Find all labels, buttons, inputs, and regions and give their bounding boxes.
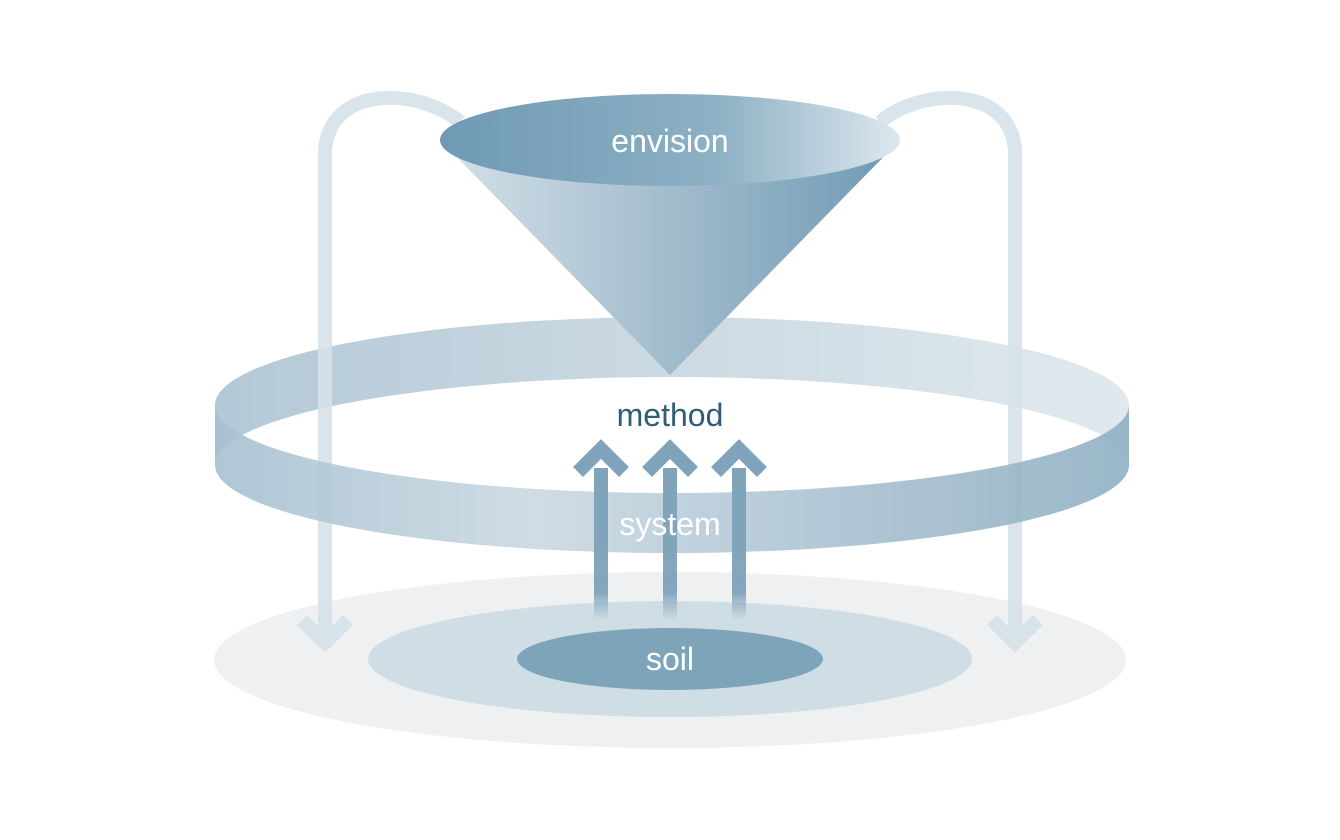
loop-arrow-icon [318,91,465,638]
loop-arrow-icon [875,91,1022,638]
up-arrow-right [711,439,767,620]
up-arrow-left [573,439,629,620]
up-arrow-center [642,439,698,620]
ring-back-band [215,317,1129,465]
up-arrow-shaft [732,468,746,620]
up-arrow-icon [573,439,629,477]
soil-ellipse [517,628,823,690]
loop-arrowhead-left [297,615,353,653]
envision-label: envision [611,123,728,159]
cone-body [440,140,900,375]
soil-label: soil [646,641,694,677]
loop-arrowhead-right [987,615,1043,653]
up-arrow-icon [642,439,698,477]
ring-front-band [215,405,1129,553]
loop-arrow-right [875,91,1043,653]
up-arrow-icon [711,439,767,477]
up-arrow-shaft [663,468,677,620]
method-label: method [617,397,724,433]
loop-arrow-left [297,91,465,653]
up-arrow-shaft [594,468,608,620]
cone-top-ellipse [440,94,900,186]
system-label: system [619,506,720,542]
